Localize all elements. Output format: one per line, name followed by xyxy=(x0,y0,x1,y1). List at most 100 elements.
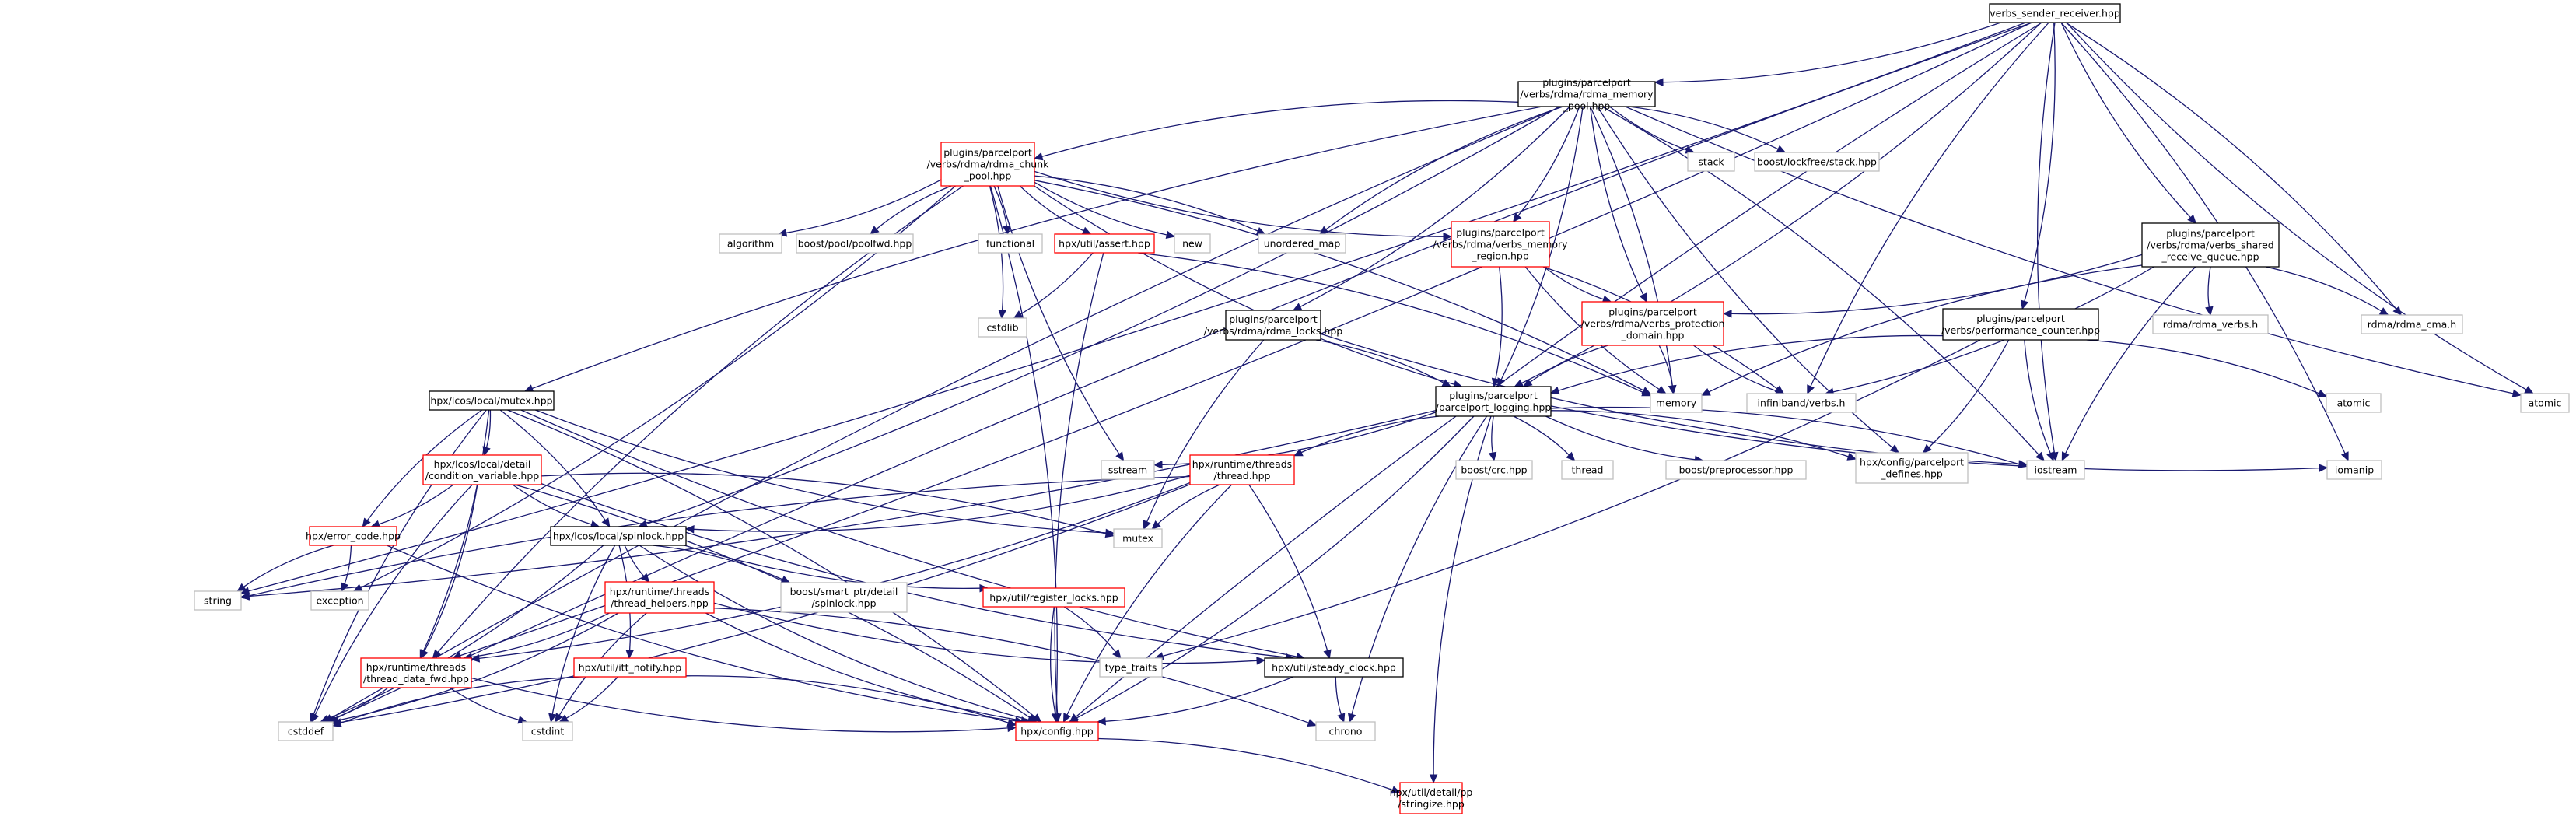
edge-locks-to-mutex xyxy=(1143,339,1265,531)
node-label: hpx/util/register_locks.hpp xyxy=(989,592,1118,604)
edge-mutexhpp-to-spinlock xyxy=(499,409,611,528)
edge-perfcounter-to-atomicA xyxy=(2086,339,2328,397)
edge-errorcode-to-string xyxy=(236,545,334,592)
node-cstddef: cstddef xyxy=(278,721,334,741)
node-threaddatafwd[interactable]: hpx/runtime/threads/thread_data_fwd.hpp xyxy=(360,657,472,688)
node-label: plugins/parcelport xyxy=(1229,313,1318,325)
node-label: algorithm xyxy=(727,238,774,250)
edge-steadyclock-to-chrono xyxy=(1335,676,1346,723)
node-label: hpx/util/detail/pp xyxy=(1390,786,1473,798)
edge-chunk-to-sstream xyxy=(997,185,1125,462)
node-preproc: boost/preprocessor.hpp xyxy=(1665,460,1807,480)
node-stringize[interactable]: hpx/util/detail/pp/stringize.hpp xyxy=(1390,782,1473,814)
node-crc: boost/crc.hpp xyxy=(1455,460,1533,480)
node-memory: memory xyxy=(1650,393,1703,413)
node-locks[interactable]: plugins/parcelport/verbs/rdma/rdma_locks… xyxy=(1204,310,1343,341)
node-confighpp[interactable]: hpx/config.hpp xyxy=(1015,721,1099,741)
node-chunk[interactable]: plugins/parcelport/verbs/rdma/rdma_chunk… xyxy=(927,142,1050,187)
node-algorithm: algorithm xyxy=(719,233,782,254)
node-label: string xyxy=(204,595,232,607)
node-steadyclock[interactable]: hpx/util/steady_clock.hpp xyxy=(1264,657,1404,678)
node-label: hpx/util/assert.hpp xyxy=(1059,238,1150,250)
node-label: plugins/parcelport xyxy=(1608,306,1697,318)
node-label: rdma/rdma_cma.h xyxy=(2368,319,2456,331)
edge-chunk-to-memory xyxy=(1034,180,1652,395)
node-label: boost/pool/poolfwd.hpp xyxy=(798,238,912,250)
node-rdmacma: rdma/rdma_cma.h xyxy=(2361,314,2463,334)
edge-pool-to-memregion xyxy=(1512,106,1580,222)
node-protdomain[interactable]: plugins/parcelport/verbs/rdma/verbs_prot… xyxy=(1581,301,1725,346)
node-pool[interactable]: plugins/parcelport/verbs/rdma/rdma_memor… xyxy=(1517,77,1656,112)
edge-root-to-threaddatafwd xyxy=(452,22,2032,660)
node-lockfree: boost/lockfree/stack.hpp xyxy=(1754,152,1880,172)
node-perfcounter[interactable]: plugins/parcelport/verbs/performance_cou… xyxy=(1941,308,2100,341)
node-cstdint: cstdint xyxy=(522,721,573,741)
edge-threadhpp-to-mutex xyxy=(1151,484,1220,530)
node-memregion[interactable]: plugins/parcelport/verbs/rdma/verbs_memo… xyxy=(1433,221,1568,268)
node-label: _pool.hpp xyxy=(964,170,1012,182)
edge-pool-to-logging xyxy=(1497,106,1584,388)
node-condvar[interactable]: hpx/lcos/local/detail/condition_variable… xyxy=(422,454,542,485)
node-new: new xyxy=(1174,233,1211,254)
node-spinlock[interactable]: hpx/lcos/local/spinlock.hpp xyxy=(550,526,687,546)
node-label: plugins/parcelport xyxy=(1542,77,1631,89)
node-label: /thread_data_fwd.hpp xyxy=(363,673,469,685)
node-label: verbs_sender_receiver.hpp xyxy=(1990,8,2120,19)
edge-condvar-to-cstddef xyxy=(311,484,473,723)
node-root[interactable]: verbs_sender_receiver.hpp xyxy=(1989,3,2121,23)
node-threadhpp[interactable]: hpx/runtime/threads/thread.hpp xyxy=(1189,454,1295,485)
node-atomicA: atomic xyxy=(2326,393,2382,413)
edge-chunk-to-functional xyxy=(993,185,1011,236)
node-logging[interactable]: plugins/parcelport/parcelport_logging.hp… xyxy=(1435,386,1552,417)
edge-sharedq-to-iostream xyxy=(2061,266,2196,462)
edge-sharedq-to-protdomain xyxy=(1722,254,2143,318)
edge-registerlocks-to-confighpp xyxy=(1050,606,1059,723)
edge-pool-to-chunk xyxy=(1033,100,1519,161)
edge-root-to-confighpp xyxy=(1069,22,2042,723)
node-label: _defines.hpp xyxy=(1880,468,1943,480)
edge-chunk-to-new xyxy=(1034,181,1176,240)
node-errorcode[interactable]: hpx/error_code.hpp xyxy=(306,526,401,546)
node-label: cstdint xyxy=(531,726,565,737)
node-label: iomanip xyxy=(2335,464,2374,476)
edge-root-to-string xyxy=(240,22,2026,595)
edge-confighpp-to-stringize xyxy=(1097,737,1402,794)
node-threadhelpers[interactable]: hpx/runtime/threads/thread_helpers.hpp xyxy=(604,581,715,614)
node-sharedq[interactable]: plugins/parcelport/verbs/rdma/verbs_shar… xyxy=(2141,222,2280,268)
edge-errorcode-to-exception xyxy=(341,545,352,593)
node-label: plugins/parcelport xyxy=(1976,313,2065,324)
node-label: _region.hpp xyxy=(1471,250,1529,262)
node-label: /thread.hpp xyxy=(1214,470,1271,482)
edge-root-to-atomicB xyxy=(2066,22,2534,394)
edge-protdomain-to-ibverbs xyxy=(1693,345,1785,395)
header-nodes: verbs_sender_receiver.hpp plugins/parcelp… xyxy=(194,3,2570,814)
node-sstream: sstream xyxy=(1101,460,1155,480)
edge-locks-to-logging xyxy=(1315,339,1452,387)
edge-root-to-pool xyxy=(1654,22,2001,86)
edge-perfcounter-to-cfgdefines xyxy=(1922,339,2010,454)
node-label: hpx/config.hpp xyxy=(1020,726,1094,737)
edge-mutexhpp-to-errorcode xyxy=(362,409,483,527)
edge-root-to-rdmacma xyxy=(2065,22,2402,316)
node-label: cstdlib xyxy=(986,322,1018,334)
node-label: _domain.hpp xyxy=(1621,330,1685,341)
node-label: rdma/rdma_verbs.h xyxy=(2163,319,2258,331)
node-stack: stack xyxy=(1687,152,1735,172)
edge-threadhelpers-to-confighpp xyxy=(705,612,1031,725)
node-asserthpp[interactable]: hpx/util/assert.hpp xyxy=(1054,233,1155,254)
node-label: cstddef xyxy=(288,726,324,737)
node-label: exception xyxy=(316,595,363,607)
node-label: plugins/parcelport xyxy=(1449,390,1538,401)
node-registerlocks[interactable]: hpx/util/register_locks.hpp xyxy=(982,587,1125,608)
node-cfgdefines: hpx/config/parcelport_defines.hpp xyxy=(1855,452,1969,484)
node-label: hpx/config/parcelport xyxy=(1860,457,1964,468)
edge-root-to-perfcounter xyxy=(2020,22,2056,310)
edge-chunk-to-algorithm xyxy=(777,179,942,237)
node-ittnotify[interactable]: hpx/util/itt_notify.hpp xyxy=(573,657,687,678)
node-label: hpx/runtime/threads xyxy=(1192,458,1292,470)
node-mutexhpp[interactable]: hpx/lcos/local/mutex.hpp xyxy=(429,390,555,411)
edge-ittnotify-to-confighpp xyxy=(685,675,1017,727)
node-label: memory xyxy=(1656,397,1697,409)
node-label: /spinlock.hpp xyxy=(811,597,876,609)
node-label: hpx/runtime/threads xyxy=(366,661,466,673)
